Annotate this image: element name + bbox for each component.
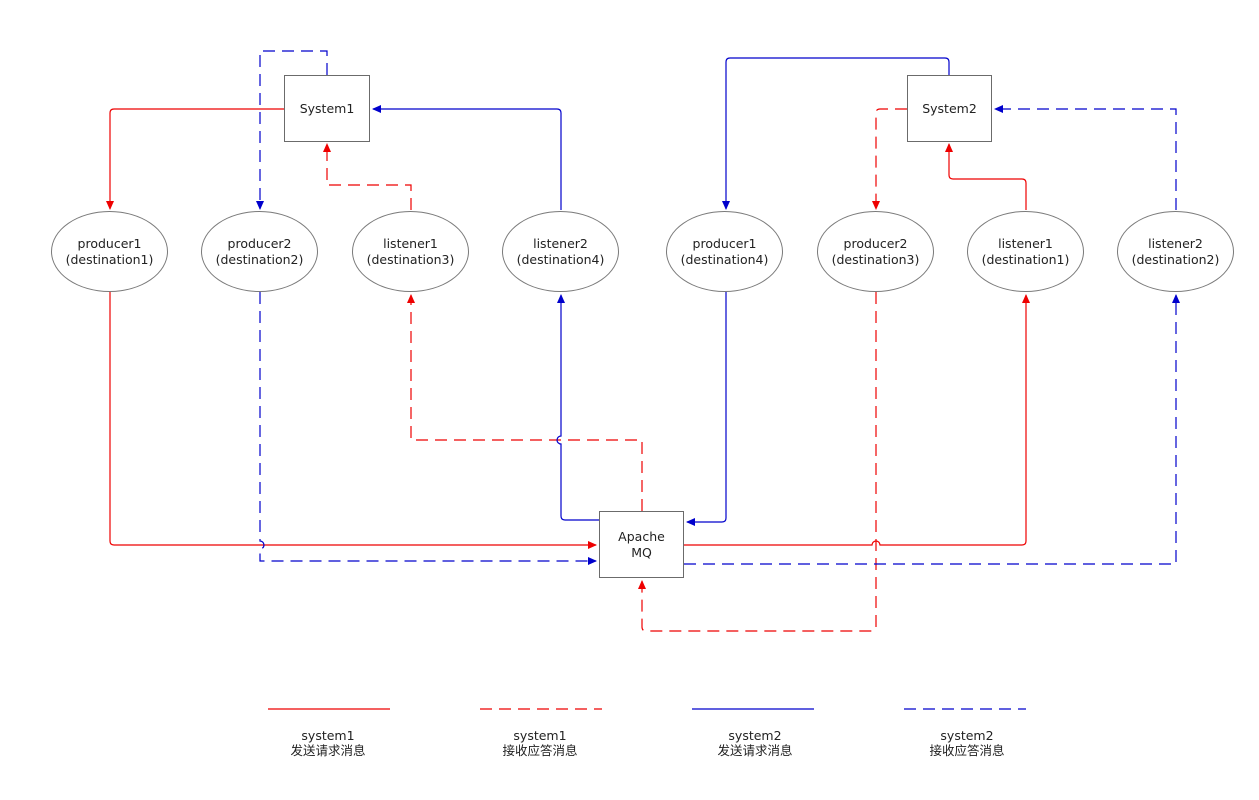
- edge-mq-to-s2-listener2: [684, 294, 1180, 565]
- edge-s1-producer2-to-mq: [259, 292, 597, 565]
- node-destination: (destination1): [65, 251, 154, 267]
- node-name: producer2: [227, 235, 292, 251]
- legend-label-system1-receive: system1 接收应答消息: [460, 728, 620, 758]
- edge-system2-to-s2-producer1: [722, 57, 950, 210]
- node-destination: (destination3): [831, 251, 920, 267]
- edge-s1-producer1-to-mq: [109, 292, 597, 549]
- node-name: producer2: [843, 235, 908, 251]
- node-destination: (destination4): [516, 251, 605, 267]
- node-name: producer1: [77, 235, 142, 251]
- node-name: listener2: [1148, 235, 1203, 251]
- legend-label-system1-send: system1 发送请求消息: [248, 728, 408, 758]
- node-destination: (destination1): [981, 251, 1070, 267]
- edge-s2-listener2-to-system2: [994, 105, 1177, 210]
- system1-label: System1: [299, 100, 355, 116]
- edge-mq-to-s2-listener1: [684, 294, 1030, 546]
- legend-system: system1: [513, 728, 567, 743]
- edge-system1-to-s1-producer1: [106, 108, 284, 210]
- legend-label-system2-send: system2 发送请求消息: [675, 728, 835, 758]
- mq-label-line1: Apache: [618, 528, 665, 544]
- mq-label-line2: MQ: [631, 544, 652, 560]
- edge-s1-listener1-to-system1: [323, 143, 412, 210]
- legend-desc: 接收应答消息: [929, 743, 1005, 758]
- s1-listener1-node: listener1 (destination3): [352, 211, 469, 292]
- system1-box: System1: [284, 75, 370, 142]
- legend-desc: 发送请求消息: [290, 743, 366, 758]
- s2-producer1-node: producer1 (destination4): [666, 211, 783, 292]
- legend-system: system2: [728, 728, 782, 743]
- node-destination: (destination2): [1131, 251, 1220, 267]
- system2-box: System2: [907, 75, 992, 142]
- edge-mq-to-s1-listener1: [407, 294, 643, 511]
- legend-desc: 接收应答消息: [502, 743, 578, 758]
- s2-listener1-node: listener1 (destination1): [967, 211, 1084, 292]
- legend-desc: 发送请求消息: [717, 743, 793, 758]
- edge-mq-to-s1-listener2: [556, 294, 599, 521]
- legend-system: system1: [301, 728, 355, 743]
- s2-producer2-node: producer2 (destination3): [817, 211, 934, 292]
- edge-system1-to-s1-producer2: [256, 50, 328, 210]
- edge-system2-to-s2-producer2: [872, 108, 907, 210]
- edge-s2-producer1-to-mq: [686, 292, 727, 526]
- node-name: producer1: [692, 235, 757, 251]
- node-destination: (destination4): [680, 251, 769, 267]
- edge-s2-producer2-to-mq: [638, 292, 877, 632]
- node-destination: (destination2): [215, 251, 304, 267]
- s1-producer1-node: producer1 (destination1): [51, 211, 168, 292]
- legend-label-system2-receive: system2 接收应答消息: [887, 728, 1047, 758]
- node-name: listener1: [998, 235, 1053, 251]
- s1-listener2-node: listener2 (destination4): [502, 211, 619, 292]
- node-destination: (destination3): [366, 251, 455, 267]
- edge-s1-listener2-to-system1: [372, 105, 562, 210]
- s1-producer2-node: producer2 (destination2): [201, 211, 318, 292]
- node-name: listener2: [533, 235, 588, 251]
- s2-listener2-node: listener2 (destination2): [1117, 211, 1234, 292]
- node-name: listener1: [383, 235, 438, 251]
- edge-s2-listener1-to-system2: [945, 143, 1027, 210]
- system2-label: System2: [922, 100, 977, 116]
- legend-system: system2: [940, 728, 994, 743]
- apache-mq-box: Apache MQ: [599, 511, 684, 578]
